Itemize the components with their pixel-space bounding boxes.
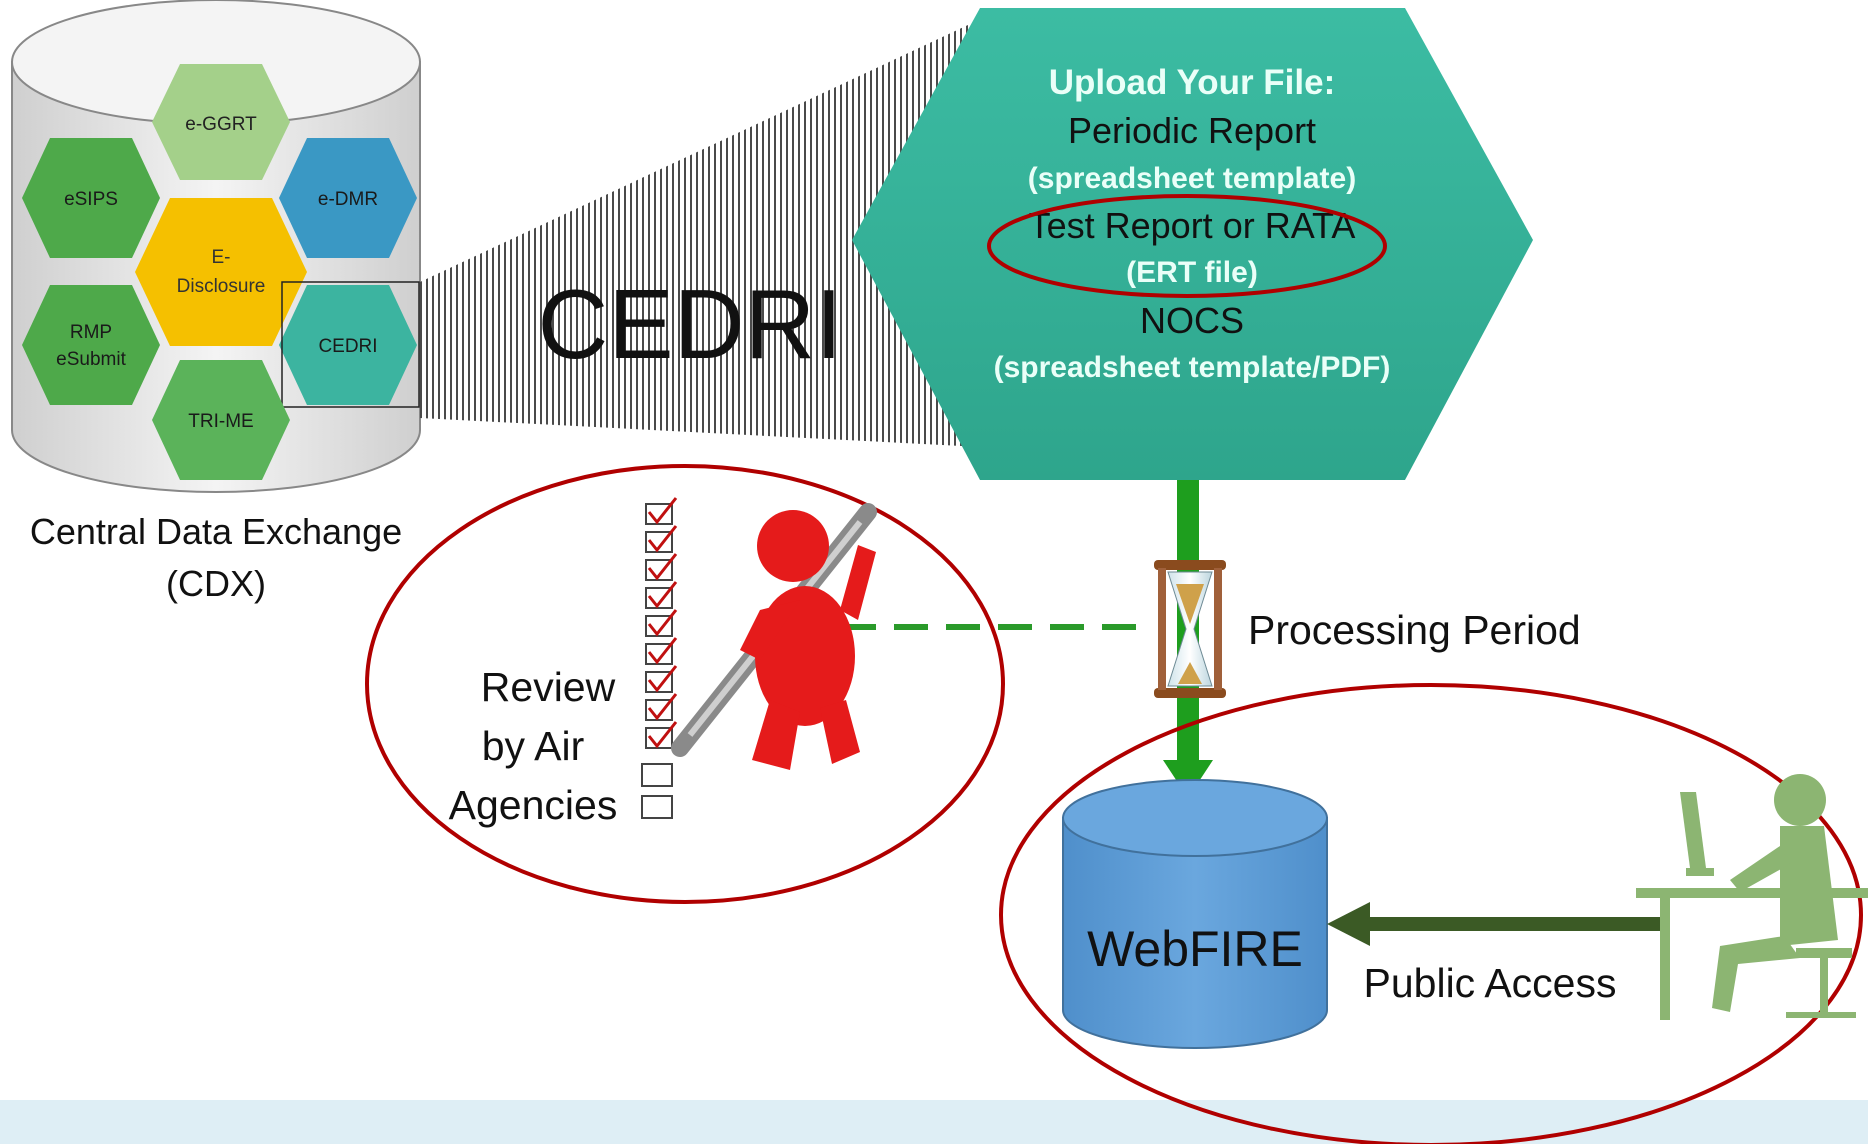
test-report-highlight-oval (987, 194, 1387, 298)
hex-rmp-label2: eSubmit (56, 349, 126, 370)
hex-edisclosure-label1: E- (212, 247, 231, 268)
upload-periodic-sub: (spreadsheet template) (1028, 162, 1356, 195)
red-figure-with-pen-icon (671, 503, 877, 770)
webfire-label: WebFIRE (1087, 921, 1303, 977)
hex-egrrt: e-GGRT (152, 64, 290, 180)
review-highlight-oval (365, 464, 1005, 904)
person-at-computer-icon (1636, 774, 1868, 1020)
upload-hexagon: Upload Your File: Periodic Report (sprea… (852, 8, 1533, 480)
cdx-caption-line1: Central Data Exchange (30, 511, 402, 552)
webfire-highlight-oval (999, 683, 1863, 1144)
upload-test-sub: (ERT file) (1126, 256, 1258, 289)
upload-periodic: Periodic Report (1068, 110, 1316, 151)
hex-edmr: e-DMR (279, 138, 417, 258)
cdx-caption-line2: (CDX) (166, 563, 266, 604)
public-access-label: Public Access (1364, 960, 1617, 1006)
hex-trime-label: TRI-ME (188, 411, 253, 432)
upload-nocs: NOCS (1140, 300, 1244, 341)
footer-band (0, 1100, 1868, 1144)
hex-edmr-label: e-DMR (318, 189, 378, 210)
review-line3: Agencies (449, 782, 618, 828)
hex-cedri: CEDRI (279, 281, 420, 408)
processing-period-label: Processing Period (1248, 607, 1581, 653)
upload-nocs-sub: (spreadsheet template/PDF) (994, 351, 1391, 384)
checklist-icon (641, 497, 678, 819)
hex-trime: TRI-ME (152, 360, 290, 480)
hex-cedri-label: CEDRI (318, 336, 377, 357)
hex-edisclosure-label2: Disclosure (177, 276, 266, 297)
hourglass-icon (1154, 560, 1226, 698)
public-access-arrow (1327, 902, 1660, 946)
hex-egrrt-label: e-GGRT (185, 114, 257, 135)
hex-rmp: RMP eSubmit (22, 285, 160, 405)
review-line1: Review (481, 664, 616, 710)
webfire-database-cylinder: WebFIRE (1062, 779, 1328, 1049)
upload-test-report: Test Report or RATA (1029, 205, 1356, 246)
zoom-connector (420, 10, 1000, 448)
review-line2: by Air (482, 723, 585, 769)
hex-rmp-label1: RMP (70, 322, 112, 343)
hex-esips: eSIPS (22, 138, 160, 258)
hex-edisclosure: E- Disclosure (135, 198, 307, 346)
cedri-title: CEDRI (538, 269, 843, 379)
hex-esips-label: eSIPS (64, 189, 118, 210)
upload-heading: Upload Your File: (1049, 63, 1336, 102)
